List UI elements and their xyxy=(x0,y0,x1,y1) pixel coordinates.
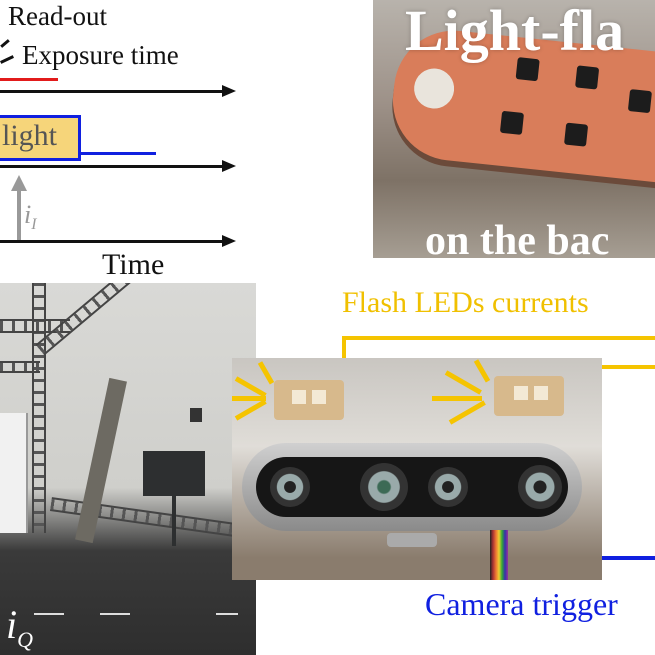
readout-label: Read-out xyxy=(8,1,107,31)
monitor xyxy=(143,451,205,496)
monitor-stand xyxy=(172,496,176,546)
light-label: light xyxy=(2,119,58,152)
current-arrow-head-icon xyxy=(11,175,27,191)
leds-connector-top xyxy=(342,336,655,340)
photo-title: Light-fla xyxy=(405,0,625,63)
timing-diagram: Read-out Exposure time light iI Time xyxy=(0,0,250,285)
camera-lens xyxy=(270,467,310,507)
light-pulse: light xyxy=(0,115,81,161)
axis-arrowhead-icon xyxy=(222,235,236,247)
flash-ray-icon xyxy=(432,396,482,401)
current-label: iI xyxy=(24,200,37,234)
light-flash-board-photo: Light-fla on the bac xyxy=(373,0,655,258)
truss-beam xyxy=(0,361,40,373)
trigger-connector xyxy=(602,556,655,560)
current-arrow-shaft xyxy=(17,190,21,240)
ribbon-cable xyxy=(490,530,508,580)
tripod-mount xyxy=(387,533,437,547)
time-axis-label: Time xyxy=(102,248,165,281)
photo-subtitle: on the bac xyxy=(425,218,610,258)
leds-connector-left-drop xyxy=(342,336,346,374)
readout-tick xyxy=(0,39,10,48)
current-time-axis xyxy=(0,240,222,243)
camera-time-axis xyxy=(0,90,222,93)
axis-arrowhead-icon xyxy=(222,160,236,172)
camera-body xyxy=(242,443,582,531)
capture-room-photo: iQ xyxy=(0,283,256,655)
exposure-label: Exposure time xyxy=(22,40,179,70)
door xyxy=(0,413,28,533)
flash-led-board-right xyxy=(494,376,564,416)
floor-current-label: iQ xyxy=(6,602,34,652)
axis-arrowhead-icon xyxy=(222,85,236,97)
flash-led-board-left xyxy=(274,380,344,420)
flash-leds-label: Flash LEDs currents xyxy=(342,286,589,319)
camera-lens xyxy=(428,467,468,507)
camera-mount xyxy=(190,408,202,422)
light-time-axis xyxy=(0,165,222,168)
exposure-tick xyxy=(0,55,14,64)
flash-ray-icon xyxy=(232,396,266,401)
leds-connector-right xyxy=(578,365,655,369)
light-signal-low xyxy=(78,152,156,155)
depth-camera-photo xyxy=(232,358,602,580)
exposure-interval-line xyxy=(0,78,58,81)
camera-lens xyxy=(518,465,562,509)
camera-trigger-label: Camera trigger xyxy=(425,586,618,622)
camera-lens-rgb xyxy=(360,463,408,511)
